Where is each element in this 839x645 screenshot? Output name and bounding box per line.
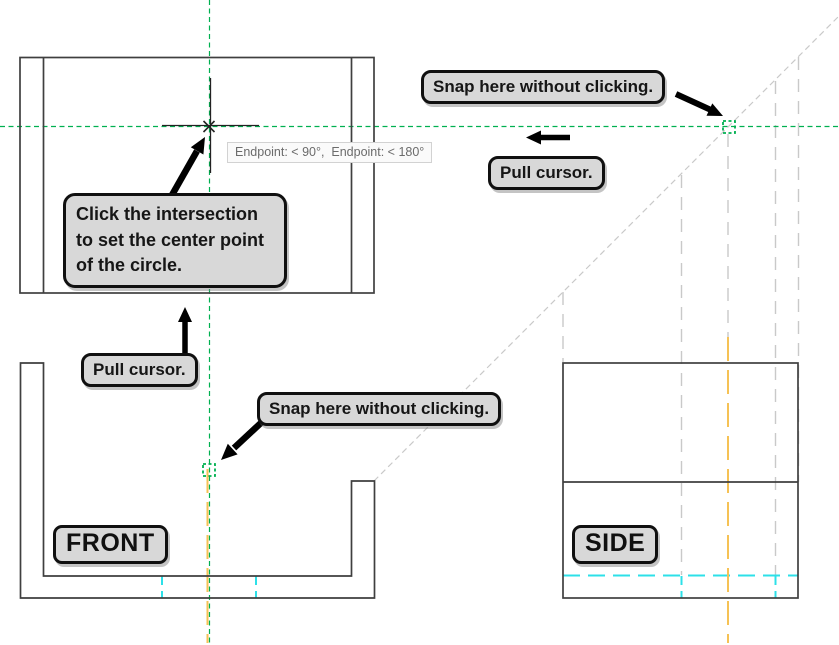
side-view-label: SIDE [572, 525, 659, 564]
arrow-to-front-snap [221, 418, 266, 460]
top-view-outline [19, 56, 375, 294]
callout-pull-cursor-left: Pull cursor. [81, 353, 198, 388]
callout-snap-here-bottom: Snap here without clicking. [257, 392, 502, 427]
side-view-outline [562, 362, 799, 599]
crosshair-cursor[interactable] [202, 120, 216, 133]
front-view-outline [19, 362, 376, 599]
snap-marker-front[interactable] [202, 463, 216, 477]
front-view-label: FRONT [53, 525, 168, 564]
arrow-to-miter-snap [674, 91, 723, 116]
callout-click-intersection: Click the intersection to set the center… [63, 193, 287, 288]
arrow-pull-cursor-top [526, 130, 570, 145]
snap-tooltip: Endpoint: < 90°, Endpoint: < 180° [227, 142, 433, 163]
arrow-to-intersection [169, 137, 205, 197]
callout-snap-here-top: Snap here without clicking. [421, 70, 666, 105]
callout-pull-cursor-top: Pull cursor. [488, 156, 605, 191]
arrow-pull-cursor-left [178, 307, 192, 354]
snap-marker-miter[interactable] [722, 120, 736, 134]
